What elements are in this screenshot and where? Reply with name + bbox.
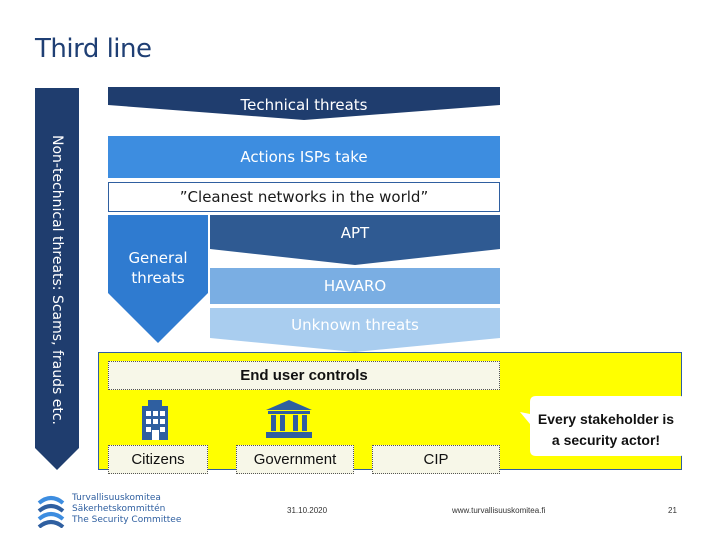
page-number: 21 [668,506,677,515]
actions-isps-take-box: Actions ISPs take [108,136,500,178]
apt-label: APT [340,224,370,242]
slide-title: Third line [35,34,152,64]
unknown-threats-arrow [210,308,500,352]
apartment-building-icon [138,400,172,440]
footer-organization: Turvallisuuskomitea Säkerhetskommittén T… [72,493,182,525]
cleanest-networks-box: ”Cleanest networks in the world” [108,182,500,212]
government-box: Government [236,445,354,474]
unknown-threats-label: Unknown threats [291,316,419,334]
stakeholder-callout-text: Every stakeholder is a security actor! [537,411,675,448]
end-user-controls-box: End user controls [108,361,500,390]
technical-threats-arrow [108,87,500,120]
general-threats-label: General threats [128,249,188,287]
non-technical-threats-bar [35,88,79,470]
havaro-box: HAVARO [210,268,500,304]
footer-date: 31.10.2020 [287,506,328,515]
cip-box: CIP [372,445,500,474]
stakeholder-callout [518,394,688,458]
apt-arrow [210,215,500,265]
citizens-box: Citizens [108,445,208,474]
technical-threats-label: Technical threats [240,96,368,114]
security-committee-logo [34,494,68,529]
government-building-icon [266,400,312,438]
non-technical-threats-label: Non-technical threats: Scams, frauds etc… [49,135,66,425]
footer-url: www.turvallisuuskomitea.fi [452,506,546,515]
general-threats-arrow [108,215,208,343]
